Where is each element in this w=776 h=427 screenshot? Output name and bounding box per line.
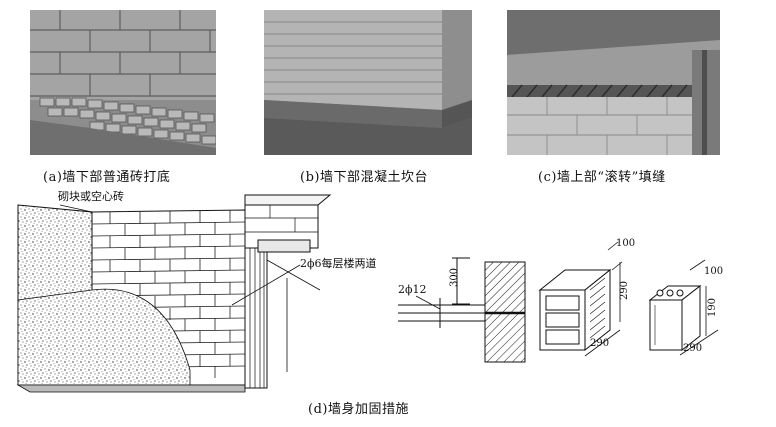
dim-290-large-block-width: 290	[590, 338, 610, 349]
dim-190-small-block: 190	[707, 297, 719, 318]
caption-b: (b)墙下部混凝土坎台	[300, 170, 428, 185]
hollow-block-large	[538, 241, 623, 357]
plaster-sweep	[17, 288, 191, 386]
dim-100-small-block: 100	[704, 266, 724, 277]
photo-b-illustration	[264, 10, 472, 155]
photo-a-illustration	[30, 10, 216, 155]
pilaster	[244, 194, 332, 389]
dim-300: 300	[449, 267, 461, 288]
photo-c-top-joint	[507, 10, 720, 155]
label-rebar-each-floor: 2ϕ6每层楼两道	[300, 257, 377, 270]
caption-c: (c)墙上部“滚转”填缝	[538, 170, 666, 185]
label-rebar-12: 2ϕ12	[398, 283, 427, 296]
dim-290-large-block-height: 290	[619, 280, 631, 301]
hollow-block-small	[648, 259, 719, 356]
caption-d: (d)墙身加固措施	[308, 402, 409, 417]
dim-100-large-block: 100	[616, 238, 636, 249]
rebar-section	[398, 257, 526, 363]
photo-a-brick-base	[30, 10, 216, 155]
caption-a: (a)墙下部普通砖打底	[43, 170, 171, 185]
label-block-or-hollow-brick: 砌块或空心砖	[58, 190, 124, 203]
photo-c-illustration	[507, 10, 720, 155]
dim-290-small-block-width: 290	[683, 343, 703, 354]
photo-b-concrete-curb	[264, 10, 472, 155]
